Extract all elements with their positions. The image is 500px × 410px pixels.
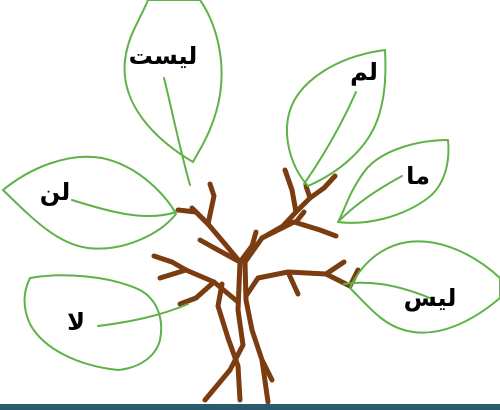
trunk-right-root xyxy=(259,357,275,383)
leaf-la-label: لا xyxy=(67,308,85,336)
trunk-main-left xyxy=(189,205,246,403)
branch-left-upper-twig xyxy=(205,181,217,227)
leaf-lan: لن xyxy=(2,155,177,250)
branch-lower-right-twig-b xyxy=(285,269,301,297)
leaf-ma-vein xyxy=(339,175,403,221)
leaf-lam-label: لم xyxy=(350,58,378,86)
branch-left-mid xyxy=(197,237,243,265)
leaf-laysat-outline xyxy=(123,0,223,163)
branch-left-lower xyxy=(169,259,241,305)
trunk-center-strand xyxy=(215,281,243,403)
leaf-laysa: ليس xyxy=(343,240,500,334)
bottom-bar xyxy=(0,404,500,410)
branch-center-twig xyxy=(237,229,259,265)
leaf-laysa-vein xyxy=(343,281,431,299)
branch-lower-right-twig-a xyxy=(323,259,347,277)
leaf-lam-outline xyxy=(286,49,387,187)
leaf-laysat-label: ليست xyxy=(129,42,198,70)
leaf-lam: لم xyxy=(286,49,387,187)
branch-upper-right-twig-b xyxy=(303,183,313,201)
tree-trunk xyxy=(151,167,361,405)
branch-right-horizontal xyxy=(259,219,339,241)
branch-left-lower-twig-c xyxy=(151,253,175,265)
leaf-lam-vein xyxy=(303,91,357,185)
leaf-lan-label: لن xyxy=(40,178,71,206)
leaf-ma-label: ما xyxy=(406,162,430,190)
leaf-laysa-label: ليس xyxy=(404,284,457,312)
leaf-ma: ما xyxy=(337,139,450,224)
branch-left-lower-twig-b xyxy=(157,267,189,281)
leaf-lan-vein xyxy=(71,199,177,218)
leaf-laysa-outline xyxy=(349,240,500,334)
leaf-ma-outline xyxy=(337,139,450,224)
leaf-laysat: ليست xyxy=(123,0,223,186)
trunk-main-right xyxy=(242,223,286,405)
leaf-la-outline xyxy=(23,274,163,371)
branch-upper-right-twig-a xyxy=(282,167,299,215)
branch-left-lower-twig-a xyxy=(177,279,217,307)
branch-left-upper xyxy=(175,207,211,227)
leaf-laysat-vein xyxy=(163,77,191,186)
leaf-la: لا xyxy=(23,274,189,371)
leaf-la-vein xyxy=(97,303,189,327)
branch-right-twig-up xyxy=(293,209,307,225)
leaf-lan-outline xyxy=(2,155,177,250)
